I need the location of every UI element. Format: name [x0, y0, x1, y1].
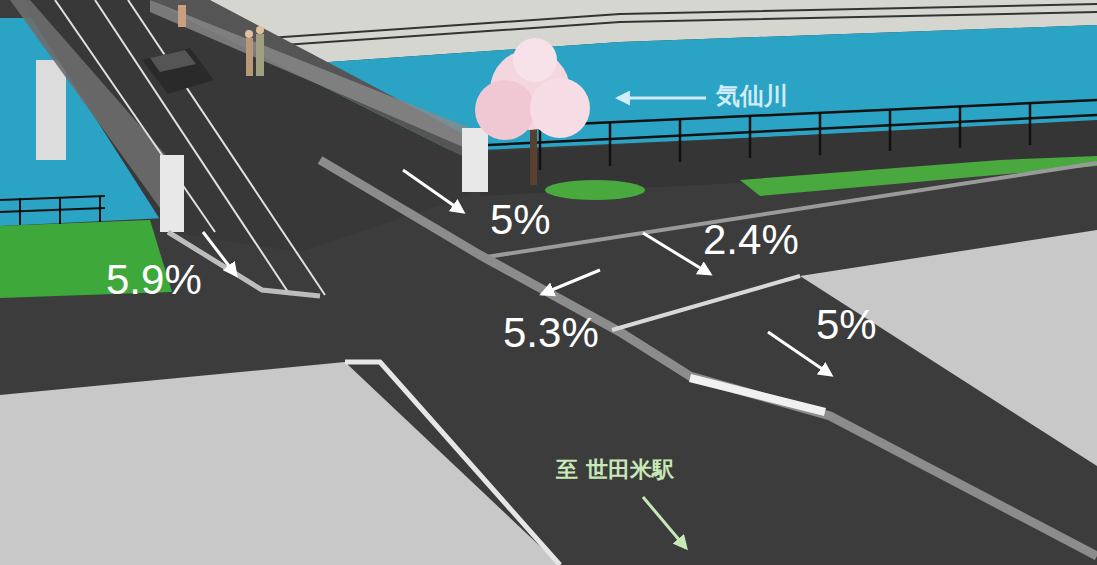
- scene-part: [99, 196, 101, 222]
- railing-post: [160, 155, 184, 232]
- curb: [320, 160, 1097, 556]
- scene-part: [246, 38, 253, 76]
- scene-part: [959, 107, 962, 148]
- scene-part: [0, 208, 105, 212]
- bridge-railing: [10, 0, 170, 215]
- slope-arrows: [203, 170, 831, 375]
- cherry-tree: [475, 38, 590, 185]
- scene-part: [475, 80, 535, 140]
- lane-line: [128, 0, 325, 295]
- scene-part: [256, 26, 264, 34]
- slope-label: 5%: [816, 304, 877, 346]
- flow-arrow: [618, 97, 706, 100]
- slope-label: 5.9%: [106, 259, 202, 301]
- river-label: 気仙川: [716, 84, 788, 108]
- railing-post: [462, 128, 488, 192]
- scene-part: [609, 123, 612, 166]
- scene-part: [542, 270, 600, 294]
- curb-marking: [690, 378, 825, 412]
- scene-part: [530, 78, 590, 138]
- slope-label: 5%: [490, 199, 551, 241]
- scene-part: [256, 34, 264, 76]
- lane-line: [95, 0, 290, 295]
- pedestrians: [178, 5, 264, 76]
- scene-part: [403, 170, 463, 212]
- scene-part: [178, 5, 186, 27]
- scene-part: [59, 197, 61, 224]
- scene-part: [19, 198, 21, 225]
- direction-arrow: [643, 497, 686, 548]
- scene-part: [142, 48, 214, 94]
- scene-part: [203, 232, 236, 275]
- scene-part: [150, 50, 196, 72]
- lane-line: [55, 0, 215, 232]
- sidewalk: [0, 362, 560, 565]
- scene-part: [0, 196, 105, 200]
- car: [142, 48, 214, 94]
- scene-part: [643, 233, 710, 274]
- grass: [545, 180, 645, 200]
- road-edge: [612, 276, 800, 330]
- scene-part: [513, 38, 557, 82]
- sidewalk: [800, 230, 1097, 466]
- bridge-pier: [36, 60, 66, 160]
- direction-label: 至 世田米駅: [556, 459, 674, 481]
- river-fence: [0, 196, 105, 225]
- scene-part: [539, 126, 542, 170]
- road-edge: [345, 362, 560, 565]
- scene-part: [749, 116, 752, 158]
- scene-part: [1029, 104, 1032, 145]
- scene-part: [679, 120, 682, 162]
- scene-part: [245, 30, 253, 38]
- slope-label: 5.3%: [503, 312, 599, 354]
- scene-part: [819, 113, 822, 155]
- slope-label: 2.4%: [703, 219, 799, 261]
- scene-part: [889, 110, 892, 151]
